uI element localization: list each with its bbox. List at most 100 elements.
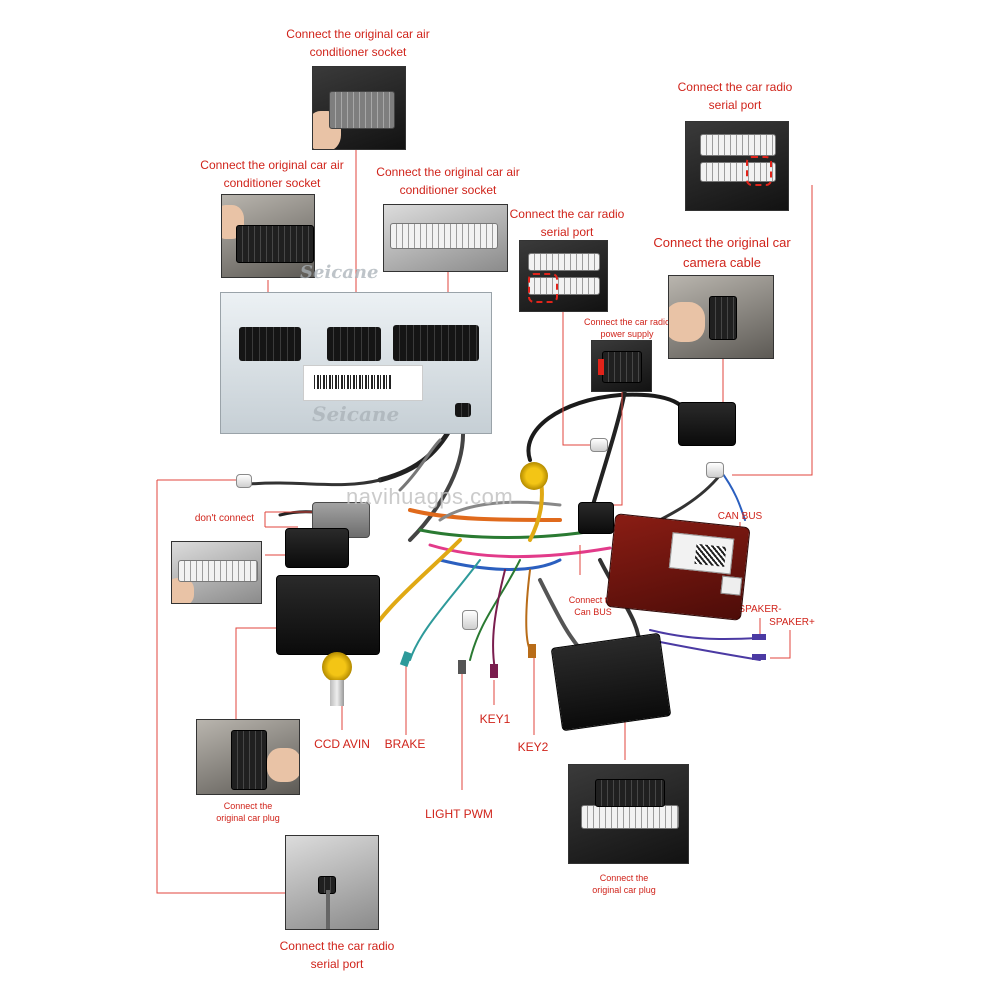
wire-tip-key2 — [528, 644, 536, 658]
photo-dont-connect — [171, 541, 262, 604]
socket-shape — [178, 560, 258, 582]
photo-radio-power — [591, 340, 652, 392]
label-camera-cable-line2: camera cable — [682, 254, 762, 270]
photo-car-plug-right — [568, 764, 689, 864]
label-radio-serial-bottom-line2: serial port — [310, 957, 364, 971]
label-car-plug-left-line1: Connect the — [223, 801, 273, 811]
label-dont-connect: don't connect — [194, 513, 254, 524]
label-light-pwm: LIGHT PWM — [425, 807, 493, 821]
wire-tip-light-pwm — [458, 660, 466, 674]
label-radio-power-line1: Connect the car radio — [583, 317, 671, 327]
connector-key-tag — [462, 610, 478, 630]
brand-watermark-unit: Seicane — [312, 402, 400, 426]
finger-shape — [669, 302, 705, 342]
label-radio-power: Connect the car radio power supply — [568, 316, 686, 340]
photo-car-plug-left — [196, 719, 300, 795]
photo-radio-serial-top-right — [685, 121, 789, 211]
photo-ac-socket-left — [221, 194, 315, 278]
label-ac-socket-mid: Connect the original car air conditioner… — [358, 163, 538, 199]
label-ac-socket-left-line2: conditioner socket — [223, 176, 321, 190]
connector-camera — [678, 402, 736, 446]
label-connect-can-bus: Connect the Can BUS — [556, 594, 630, 618]
label-connect-can-bus-line2: Can BUS — [574, 607, 612, 618]
connector-power — [578, 502, 614, 534]
connector-serial-right — [706, 462, 724, 478]
label-ac-socket-top-line1: Connect the original car air — [286, 27, 430, 41]
photo-ac-socket-top — [312, 66, 406, 150]
photo-radio-serial-bottom — [285, 835, 379, 930]
site-watermark: navihuagps.com — [346, 484, 514, 509]
label-ac-socket-left-line1: Connect the original car air — [200, 158, 344, 172]
connector-black-large-left — [276, 575, 380, 655]
connector-black-small — [285, 528, 349, 568]
label-speaker-minus: SPAKER- — [738, 604, 782, 615]
finger-shape — [267, 748, 299, 782]
rca-yellow-camera — [520, 462, 548, 490]
label-radio-power-line2: power supply — [600, 329, 654, 340]
socket-shape — [236, 225, 314, 263]
barcode-lines — [314, 375, 392, 389]
label-car-plug-right-line2: original car plug — [592, 885, 656, 896]
label-camera-cable: Connect the original car camera cable — [642, 233, 802, 272]
rca-yellow-avin — [322, 652, 352, 682]
socket-shape — [595, 779, 665, 807]
unit-socket-left — [239, 327, 301, 361]
rca-pin-avin — [330, 680, 344, 706]
highlight-circle — [528, 273, 558, 303]
label-ac-socket-top: Connect the original car air conditioner… — [268, 25, 448, 61]
label-brake: BRAKE — [384, 737, 426, 751]
label-ac-socket-mid-line1: Connect the original car air — [376, 165, 520, 179]
can-bus-qr — [694, 543, 727, 567]
socket-shape — [581, 805, 679, 829]
socket-shape — [602, 351, 642, 383]
label-can-bus: CAN BUS — [717, 511, 763, 522]
label-radio-serial-top-right-line1: Connect the car radio — [677, 80, 793, 94]
can-bus-port — [720, 575, 743, 596]
socket-shape — [700, 162, 776, 182]
photo-ac-socket-mid — [383, 204, 508, 272]
socket-shape — [231, 730, 267, 790]
label-connect-can-bus-line1: Connect the — [568, 595, 618, 605]
wire-tip-key1 — [490, 664, 498, 678]
label-car-plug-left: Connect the original car plug — [196, 800, 300, 824]
label-camera-cable-line1: Connect the original car — [653, 235, 791, 250]
label-radio-serial-mid-line1: Connect the car radio — [509, 207, 625, 221]
socket-shape — [528, 253, 600, 271]
unit-small-port — [455, 403, 471, 417]
can-bus-sticker — [668, 532, 735, 575]
label-radio-serial-mid-line2: serial port — [540, 225, 594, 239]
barcode-sticker — [303, 365, 423, 401]
connector-serial-mid — [590, 438, 608, 452]
socket-shape — [700, 134, 776, 156]
unit-socket-mid — [327, 327, 381, 361]
socket-shape — [390, 223, 498, 249]
wire-tip-speaker-plus — [752, 654, 766, 660]
label-radio-serial-top-right-line2: serial port — [708, 98, 762, 112]
wire-tip-speaker-minus — [752, 634, 766, 640]
photo-radio-serial-mid — [519, 240, 608, 312]
label-radio-serial-bottom-line1: Connect the car radio — [279, 939, 395, 953]
red-tab-shape — [598, 359, 604, 375]
finger-shape — [172, 578, 194, 603]
label-ccd-avin: CCD AVIN — [314, 737, 370, 751]
photo-camera-cable — [668, 275, 774, 359]
label-ac-socket-mid-line2: conditioner socket — [399, 183, 497, 197]
label-ac-socket-left: Connect the original car air conditioner… — [182, 156, 362, 192]
head-unit — [220, 292, 492, 434]
label-ac-socket-top-line2: conditioner socket — [309, 45, 407, 59]
highlight-circle — [746, 156, 772, 186]
label-key2: KEY2 — [517, 740, 549, 754]
connector-serial-small — [236, 474, 252, 488]
connector-black-large-right — [550, 632, 672, 732]
can-bus-box — [605, 513, 751, 621]
label-car-plug-right-line1: Connect the — [599, 873, 649, 883]
label-radio-serial-top-right: Connect the car radio serial port — [664, 78, 806, 114]
label-car-plug-left-line2: original car plug — [216, 813, 280, 824]
wire-shape — [326, 890, 330, 929]
label-speaker-plus: SPAKER+ — [769, 617, 815, 628]
label-key1: KEY1 — [479, 712, 511, 726]
unit-socket-right — [393, 325, 479, 361]
socket-shape — [709, 296, 737, 340]
brand-watermark-top: Seicane — [300, 262, 379, 283]
